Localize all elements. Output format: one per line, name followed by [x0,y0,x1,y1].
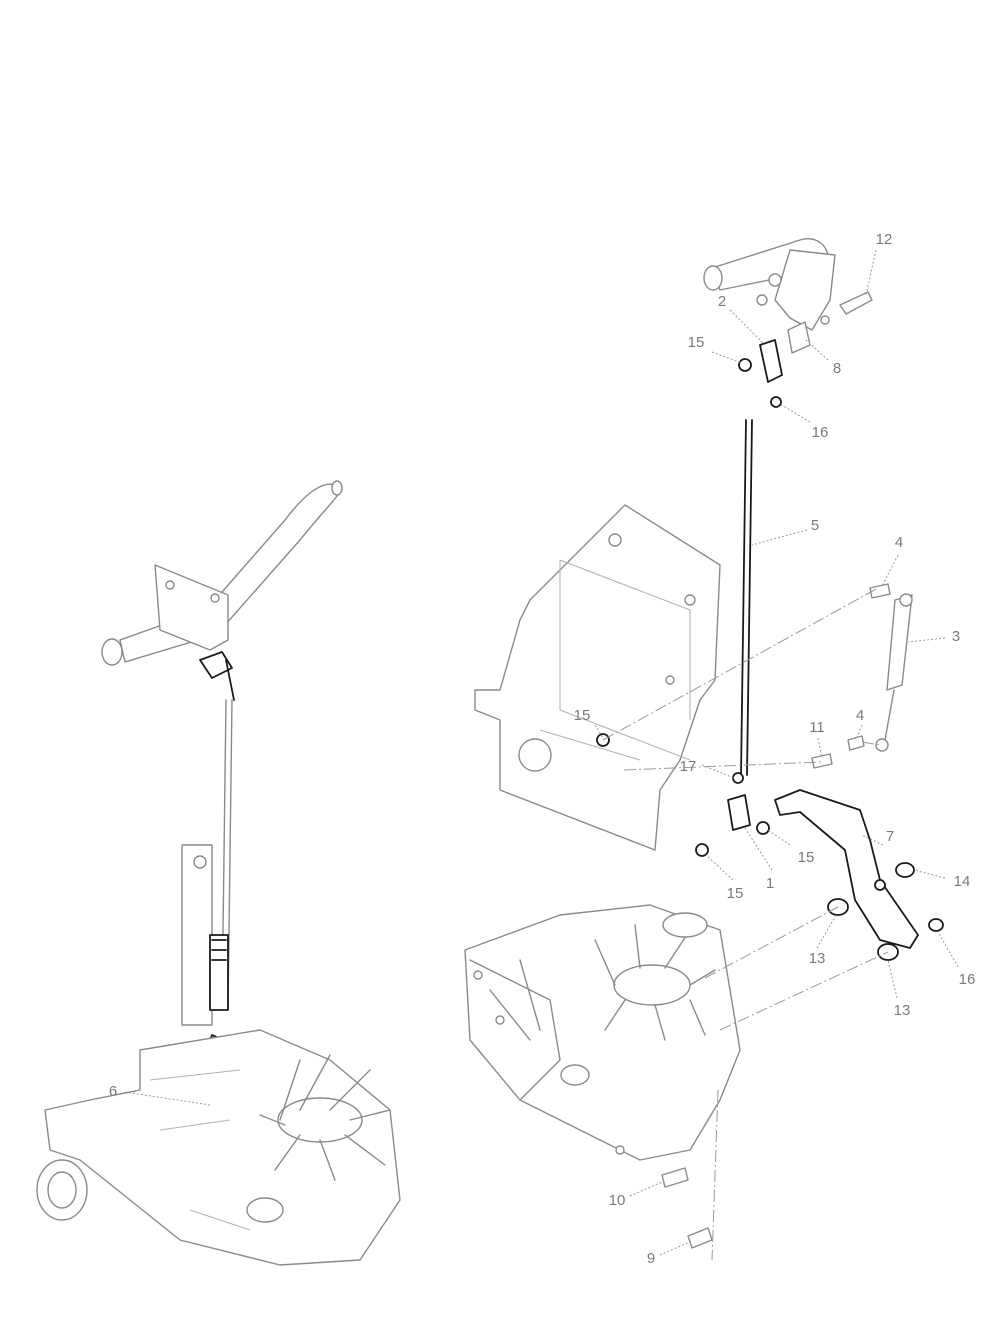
callout-9: 9 [647,1250,655,1267]
callout-14: 14 [954,873,971,890]
lever-7-hole [874,879,886,891]
callout-2: 2 [718,293,726,310]
callout-6: 6 [109,1083,117,1100]
frame-panel [474,504,721,851]
gas-spring-3 [875,593,913,752]
callout-13-upper: 13 [809,950,826,967]
nut-15-top [738,358,752,372]
callout-3: 3 [952,628,960,645]
stud-4-lower [847,735,865,751]
callout-5: 5 [811,517,819,534]
callout-4-upper: 4 [895,534,903,551]
callout-7: 7 [886,828,894,845]
nut-15-lower-left [695,843,709,857]
alignment-lines [602,587,889,1261]
callout-17: 17 [680,758,697,775]
bolt-10 [661,1167,689,1188]
right-transaxle [464,904,741,1161]
leader-lines [124,249,959,1256]
handle-bracket [703,238,836,331]
callout-4-lower: 4 [856,707,864,724]
callout-1: 1 [766,875,774,892]
callout-16-right: 16 [959,971,976,988]
callout-13-lower: 13 [894,1002,911,1019]
callout-15-lower-right: 15 [798,849,815,866]
bolt-9 [687,1227,713,1249]
callout-labels: 1 2 3 4 4 5 6 7 8 9 10 11 12 13 13 14 15… [109,231,976,1267]
rod-5 [740,419,753,776]
callout-8: 8 [833,360,841,377]
callout-15-frame: 15 [574,707,591,724]
spacer-8 [787,321,811,354]
callout-10: 10 [609,1192,626,1209]
left-assembly-view [36,480,401,1266]
left-control-handle [101,480,343,666]
stud-4-upper [869,583,891,599]
left-transaxle [36,1029,401,1266]
nut-15-lower-right [756,821,770,835]
swivel-1 [727,794,751,831]
callout-12: 12 [876,231,893,248]
plate-2 [759,339,783,383]
pin-11 [811,753,833,769]
left-linkage [181,651,235,1026]
nut-16-right [928,918,944,932]
nut-16-top [770,396,782,408]
callout-11: 11 [809,719,825,736]
bolt-12 [839,291,873,315]
right-exploded-view [464,238,944,1249]
nut-17 [732,772,744,784]
callout-15-lower-left: 15 [727,885,744,902]
washer-14 [895,862,915,878]
lever-7 [774,789,919,949]
callout-16-top: 16 [812,424,829,441]
callout-15-top: 15 [688,334,705,351]
